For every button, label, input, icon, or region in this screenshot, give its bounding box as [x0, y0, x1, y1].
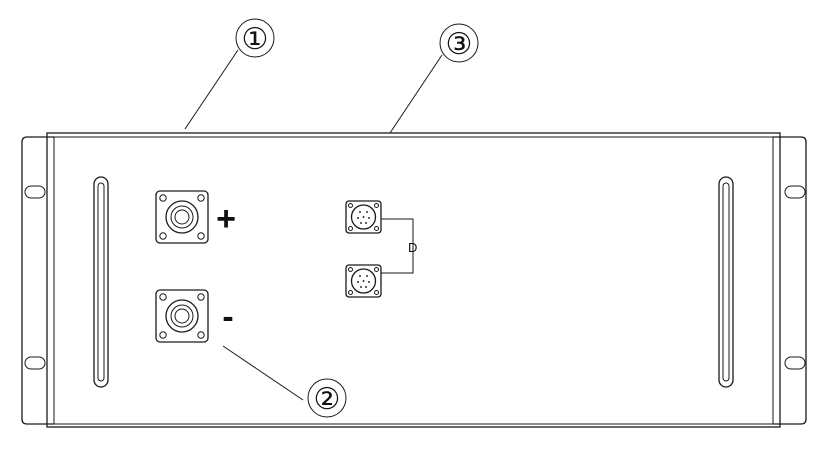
callout-2: ②: [222, 345, 347, 418]
callout-3-label: ③: [446, 27, 473, 62]
callout-1-label: ①: [242, 22, 269, 57]
callout-1: ①: [184, 18, 275, 130]
left-handle: [93, 176, 109, 388]
comm-link-bracket: [381, 218, 414, 274]
front-panel: [46, 132, 781, 428]
right-mounting-ear: [773, 136, 807, 425]
callout-2-label: ②: [314, 382, 341, 417]
positive-symbol: +: [216, 200, 236, 238]
left-ear-slot-bottom: [24, 356, 46, 370]
negative-symbol: -: [222, 298, 233, 336]
positive-power-terminal: [155, 190, 209, 244]
left-mounting-ear: [21, 136, 54, 425]
right-ear-slot-top: [784, 185, 806, 199]
right-ear-slot-bottom: [784, 356, 806, 370]
callout-3: ③: [389, 23, 479, 134]
comm-link-label: D: [408, 240, 417, 255]
right-handle: [718, 176, 734, 388]
left-ear-slot-top: [24, 185, 46, 199]
comm-port-upper: [345, 200, 382, 234]
comm-port-lower: [345, 264, 382, 298]
negative-power-terminal: [155, 289, 209, 343]
